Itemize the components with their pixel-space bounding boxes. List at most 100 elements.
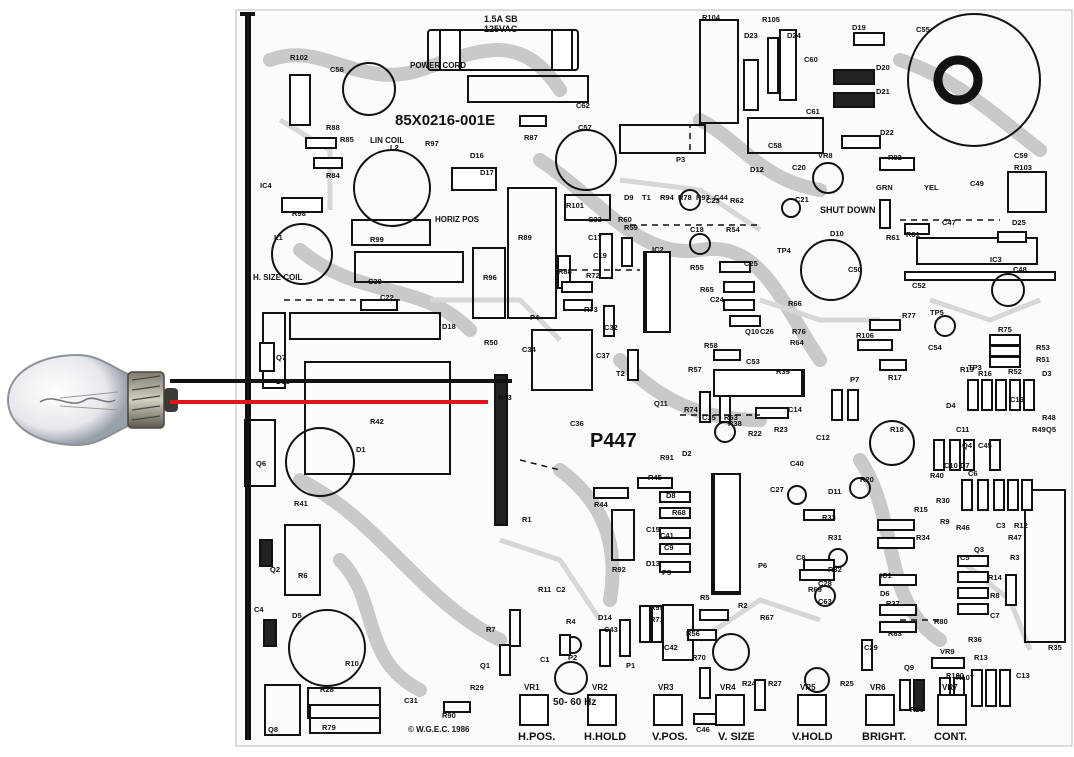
ref-designator: Q7 (276, 353, 286, 362)
ref-designator: TP3 (968, 363, 982, 372)
ref-designator: R60 (618, 215, 632, 224)
ref-designator: C49 (970, 179, 984, 188)
freq-label: 50- 60 Hz (553, 697, 596, 708)
ref-designator: D5 (292, 611, 302, 620)
ref-designator: R15 (914, 505, 928, 514)
ref-designator: C31 (404, 696, 418, 705)
ref-designator: C2 (556, 585, 566, 594)
ref-designator: R106 (856, 331, 874, 340)
ref-designator: C47 (942, 218, 956, 227)
ref-designator: D20 (876, 63, 890, 72)
ref-designator: C54 (928, 343, 943, 352)
ref-designator: R27 (768, 679, 782, 688)
ref-designator: R72 (586, 271, 600, 280)
ref-designator: R6 (298, 571, 308, 580)
small-parts (259, 29, 1035, 725)
board-title: P447 (590, 430, 637, 452)
ref-designator: C28 (818, 579, 832, 588)
ref-designator: C34 (522, 345, 537, 354)
ref-designator: R67 (760, 613, 774, 622)
ref-designator: C42 (664, 643, 678, 652)
ref-designator: R57 (688, 365, 702, 374)
ref-designator: Q3 (974, 545, 984, 554)
ref-designator: C22 (380, 293, 394, 302)
ref-designator: R53 (1036, 343, 1050, 352)
ref-designator: Q11 (654, 399, 668, 408)
ref-designator: R18 (890, 425, 904, 434)
ref-designator: R17 (888, 373, 902, 382)
ref-designator: R13 (974, 653, 988, 662)
ref-designator: C9 (664, 543, 674, 552)
ref-designator: D13 (646, 559, 660, 568)
ref-designator: P3 (676, 155, 685, 164)
ref-designator: P1 (626, 661, 635, 670)
ref-designator: C46 (696, 725, 710, 734)
ref-designator: C7 (990, 611, 1000, 620)
ref-designator: D25 (1012, 218, 1026, 227)
ref-designator: R90 (442, 711, 456, 720)
ref-designator: R38 (728, 419, 742, 428)
ref-designator: IC1 (880, 571, 892, 580)
ref-designator: R36 (968, 635, 982, 644)
ref-designator: R9 (940, 517, 950, 526)
board-text: P447 85X0216-001E © W.G.E.C. 1986 1.5A S… (253, 14, 876, 734)
ref-designator: TP4 (777, 246, 792, 255)
control-label: H.HOLD (584, 731, 626, 743)
ref-designator: T2 (616, 369, 625, 378)
ref-designator: VR9 (940, 647, 955, 656)
ref-designator: Q9 (904, 663, 914, 672)
ref-designator: D11 (828, 487, 841, 496)
ref-designator: R54 (726, 225, 741, 234)
ref-designator: R26 (910, 705, 924, 714)
ref-designator: R8 (990, 591, 1000, 600)
ref-designator: C48 (1013, 265, 1027, 274)
ref-designator: R83 (888, 629, 902, 638)
ref-designator: C40 (790, 459, 804, 468)
control-ref: VR2 (592, 683, 608, 692)
ref-designator: C12 (816, 433, 830, 442)
ref-designator: D3 (1042, 369, 1052, 378)
ref-designator: R81 (906, 230, 920, 239)
pots (519, 694, 967, 726)
ref-designator: D9 (624, 193, 634, 202)
ref-designator: R20 (860, 475, 874, 484)
control-label: H.POS. (518, 731, 555, 743)
ref-designator: C13 (1016, 671, 1030, 680)
ref-designator: R68 (672, 508, 686, 517)
control-label: V.POS. (652, 731, 688, 743)
ref-designator: R30 (936, 496, 950, 505)
ref-designator: C20 (792, 163, 806, 172)
ref-designator: C35 (702, 413, 716, 422)
ref-designator: R101 (566, 201, 584, 210)
ref-designator: R35 (1048, 643, 1062, 652)
ref-designator: R70 (692, 653, 706, 662)
ref-designator: C14 (788, 405, 803, 414)
power-cord-label: POWER CORD (410, 61, 466, 70)
ref-designator: Q6 (256, 459, 266, 468)
ref-designator: R104 (702, 13, 721, 22)
fuse-label-1: 1.5A SB (484, 14, 518, 24)
ref-designator: C27 (770, 485, 784, 494)
ref-designator: R52 (1008, 367, 1022, 376)
ref-designator: R59 (624, 223, 638, 232)
ref-designator: IC3 (990, 255, 1002, 264)
ref-designator: R16 (978, 369, 992, 378)
ref-designator: R56 (686, 629, 700, 638)
ref-designator: C8 (796, 553, 806, 562)
ref-designator: R76 (792, 327, 806, 336)
ref-designator: C26 (760, 327, 774, 336)
ref-designator: C5 (960, 553, 970, 562)
ref-designator: R82 (888, 153, 902, 162)
ref-designator: R94 (660, 193, 675, 202)
ref-designator: C19 (593, 251, 607, 260)
ref-designator: R96 (483, 273, 497, 282)
ref-designator: D4 (946, 401, 956, 410)
ref-designator: D19 (852, 23, 866, 32)
pcb-traces-thin (278, 117, 1041, 651)
ref-designator: C18 (690, 225, 704, 234)
ref-designator: P5 (662, 568, 671, 577)
ref-designator: R22 (748, 429, 762, 438)
ref-designator: C6 (968, 469, 978, 478)
ref-designator: R3 (1010, 553, 1020, 562)
